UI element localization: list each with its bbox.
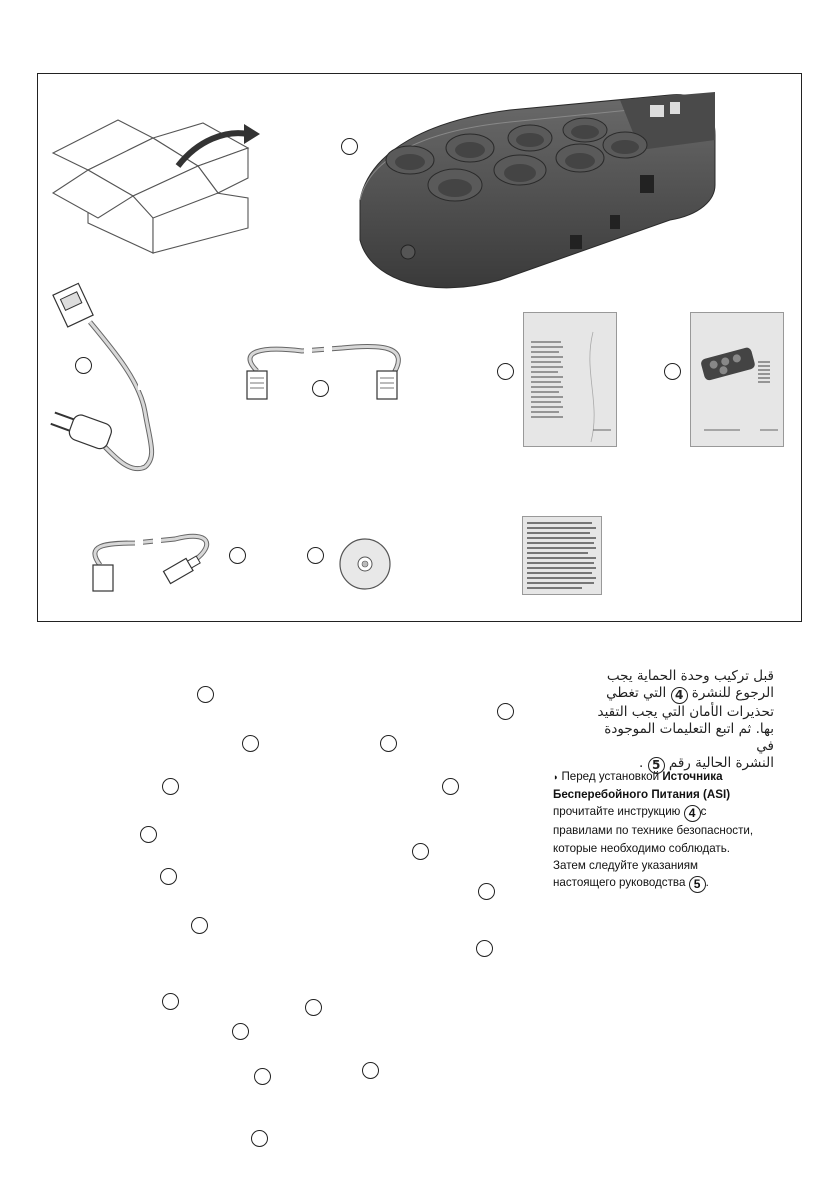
arabic-line: قبل تركيب وحدة الحماية يجب (606, 668, 774, 684)
callout-circle (140, 826, 157, 843)
callout-circle (664, 363, 681, 380)
callout-circle (380, 735, 397, 752)
note-line: Бесперебойного Питания (ASI) (553, 786, 803, 803)
cd-rom-icon (339, 538, 391, 590)
note-text: настоящего руководства (553, 876, 686, 890)
installation-leaflet-icon (690, 312, 784, 447)
usb-cable-icon (92, 533, 209, 592)
package-contents-frame (37, 73, 802, 622)
callout-circle (497, 703, 514, 720)
reference-number: 4 (670, 687, 688, 704)
note-text: . (705, 876, 709, 890)
note-line: правилами по технике безопасности, (553, 824, 754, 838)
arabic-line: النشرة الحالية رقم 5 . (596, 755, 774, 774)
callout-circle (162, 778, 179, 795)
rj45-cable-icon (246, 342, 401, 400)
note-text: с (700, 805, 707, 819)
callout-circle (341, 138, 358, 155)
callout-circle (191, 917, 208, 934)
callout-circle (254, 1068, 271, 1085)
note-text: Перед установкой (561, 770, 660, 783)
arabic-text: الرجوع للنشرة (691, 685, 775, 701)
reference-number: 4 (683, 805, 701, 823)
ups-name: Бесперебойного Питания (ASI) (553, 788, 731, 802)
callout-circle (476, 940, 493, 957)
callout-circle (478, 883, 495, 900)
note-line: Затем следуйте указаниям (553, 858, 698, 872)
callout-circle (162, 993, 179, 1010)
bullet-icon: ◗ (553, 772, 559, 782)
callout-circle (160, 868, 177, 885)
callout-circle (412, 843, 429, 860)
arabic-safety-note: قبل تركيب وحدة الحماية يجب الرجوع للنشرة… (596, 668, 774, 774)
note-line: настоящего руководства 5. (553, 874, 803, 894)
ups-name: Источника (662, 770, 723, 783)
arabic-text: النشرة الحالية رقم (668, 755, 774, 771)
power-cord-icon (50, 282, 155, 472)
callout-circle (312, 380, 329, 397)
text-leaflet-icon (522, 516, 602, 595)
arabic-text: . (638, 755, 644, 771)
arabic-line: بها. ثم اتبع التعليمات الموجودة في (604, 721, 774, 754)
ups-device-icon (359, 92, 716, 289)
note-line: которые необходимо соблюдать. (553, 841, 730, 855)
open-box-icon (51, 119, 260, 254)
arabic-line: الرجوع للنشرة 4 التي تغطي (596, 685, 774, 704)
note-line: ◗Перед установкой Источника (553, 768, 803, 786)
callout-circle (307, 547, 324, 564)
russian-safety-note: ◗Перед установкой Источника Бесперебойно… (553, 768, 803, 894)
callout-circle (197, 686, 214, 703)
callout-circle (75, 357, 92, 374)
arabic-line: تحذيرات الأمان التي يجب التقيد (597, 704, 775, 720)
callout-circle (229, 547, 246, 564)
arabic-text: التي تغطي (606, 685, 667, 701)
callout-circle (305, 999, 322, 1016)
callout-circle (242, 735, 259, 752)
safety-leaflet-icon (523, 312, 617, 447)
reference-number: 5 (688, 876, 706, 894)
callout-circle (251, 1130, 268, 1147)
callout-circle (442, 778, 459, 795)
callout-circle (232, 1023, 249, 1040)
callout-circle (362, 1062, 379, 1079)
note-text: прочитайте инструкцию (553, 805, 681, 819)
callout-circle (497, 363, 514, 380)
